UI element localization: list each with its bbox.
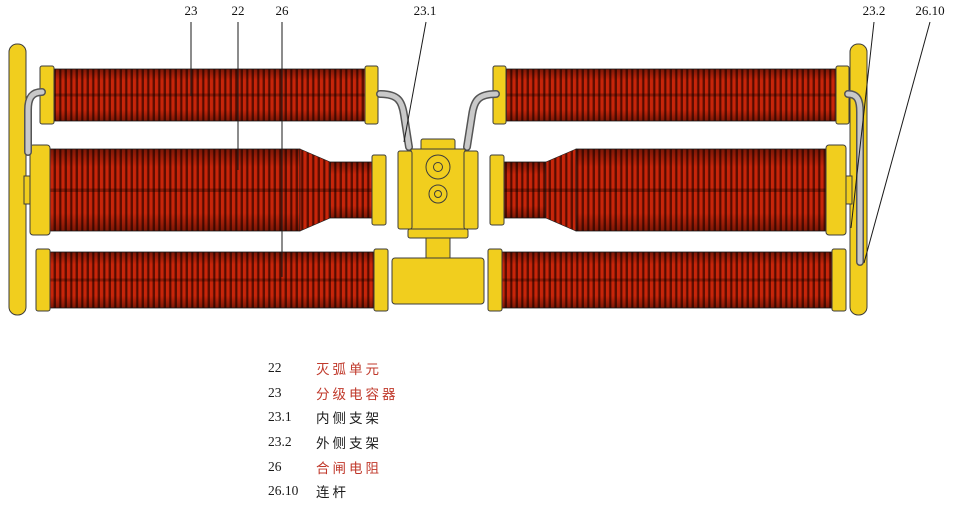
inner-bracket-left [376, 90, 413, 151]
legend-key: 26.10 [268, 483, 299, 499]
legend-key: 23.2 [268, 434, 292, 450]
legend: 22 灭弧单元 23 分级电容器 23.1 内侧支架 23.2 外侧支架 26 … [268, 356, 399, 504]
legend-label: 外侧支架 [316, 436, 382, 452]
legend-row-23: 23 分级电容器 [268, 381, 399, 406]
leader-lines [190, 21, 931, 277]
callout-26: 26 [276, 3, 290, 18]
legend-label: 连杆 [316, 485, 349, 501]
outer-support-post-left [8, 43, 33, 316]
outer-bracket-left [24, 88, 46, 156]
legend-row-26: 26 合闸电阻 [268, 454, 399, 479]
grading-capacitor-top-right [492, 65, 850, 125]
legend-row-26-10: 26.10 连杆 [268, 479, 399, 504]
callout-23: 23 [185, 3, 198, 18]
legend-row-23-2: 23.2 外侧支架 [268, 430, 399, 455]
grading-capacitor-top-left [39, 65, 379, 125]
legend-label: 分级电容器 [316, 386, 399, 402]
callout-23-1: 23.1 [414, 3, 437, 18]
circuit-breaker-diagram: 23 22 26 23.1 23.2 26.10 [8, 3, 945, 316]
callout-22: 22 [232, 3, 245, 18]
closing-resistor-left [35, 248, 389, 312]
legend-label: 灭弧单元 [316, 362, 382, 378]
inner-bracket-right [463, 90, 500, 151]
legend-key: 23 [268, 384, 282, 400]
legend-row-23-1: 23.1 内侧支架 [268, 405, 399, 430]
legend-label: 内侧支架 [316, 411, 382, 427]
outer-bracket-and-link-rod-right [844, 90, 864, 266]
callout-26-10: 26.10 [915, 3, 944, 18]
callout-23-2: 23.2 [863, 3, 886, 18]
legend-row-22: 22 灭弧单元 [268, 356, 399, 381]
legend-key: 26 [268, 458, 282, 474]
legend-key: 22 [268, 360, 282, 376]
legend-label: 合闸电阻 [316, 460, 382, 476]
closing-resistor-right [487, 248, 847, 312]
arc-extinguishing-unit-left [29, 144, 387, 236]
arc-extinguishing-unit-right [489, 144, 847, 236]
legend-key: 23.1 [268, 409, 292, 425]
central-junction [391, 138, 485, 305]
